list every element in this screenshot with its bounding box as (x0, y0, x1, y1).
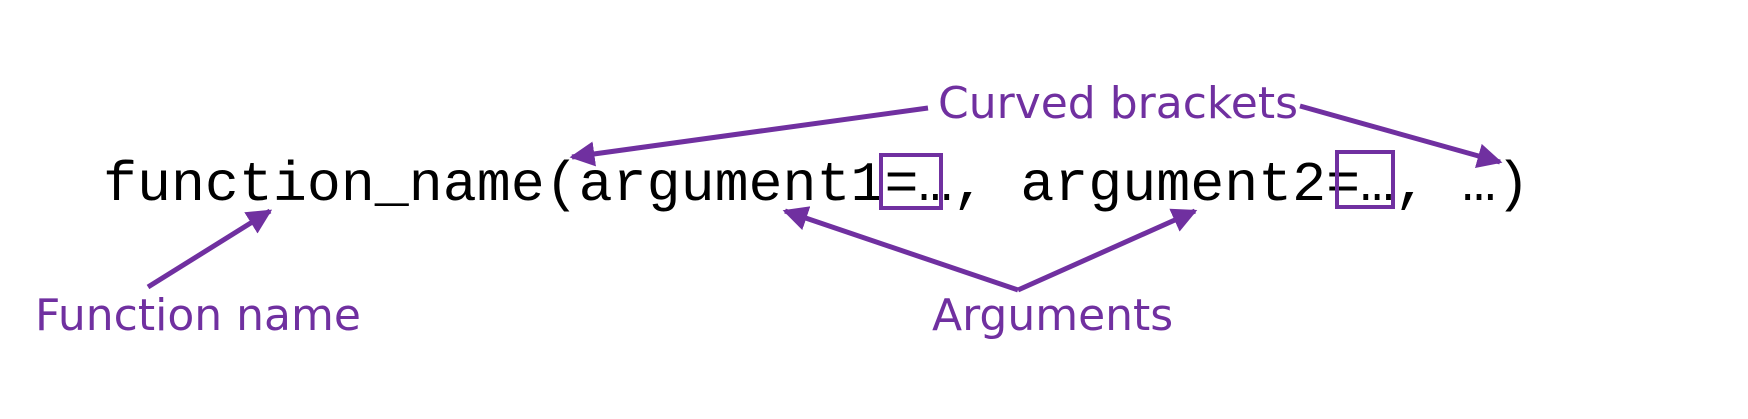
equals-highlight-box-2 (1335, 150, 1395, 209)
arrow-function-name (146, 208, 273, 290)
arrow-argument2 (1016, 208, 1198, 293)
arguments-label: Arguments (932, 290, 1173, 341)
equals-highlight-box-1 (879, 153, 943, 210)
arrow-argument1 (782, 206, 1019, 293)
curved-brackets-label: Curved brackets (938, 78, 1298, 129)
arrow-open-bracket (569, 105, 929, 167)
function-call-code: function_name(argument1=…, argument2=…, … (103, 153, 1530, 217)
arrow-close-bracket (1299, 103, 1503, 168)
function-name-label: Function name (35, 290, 361, 341)
